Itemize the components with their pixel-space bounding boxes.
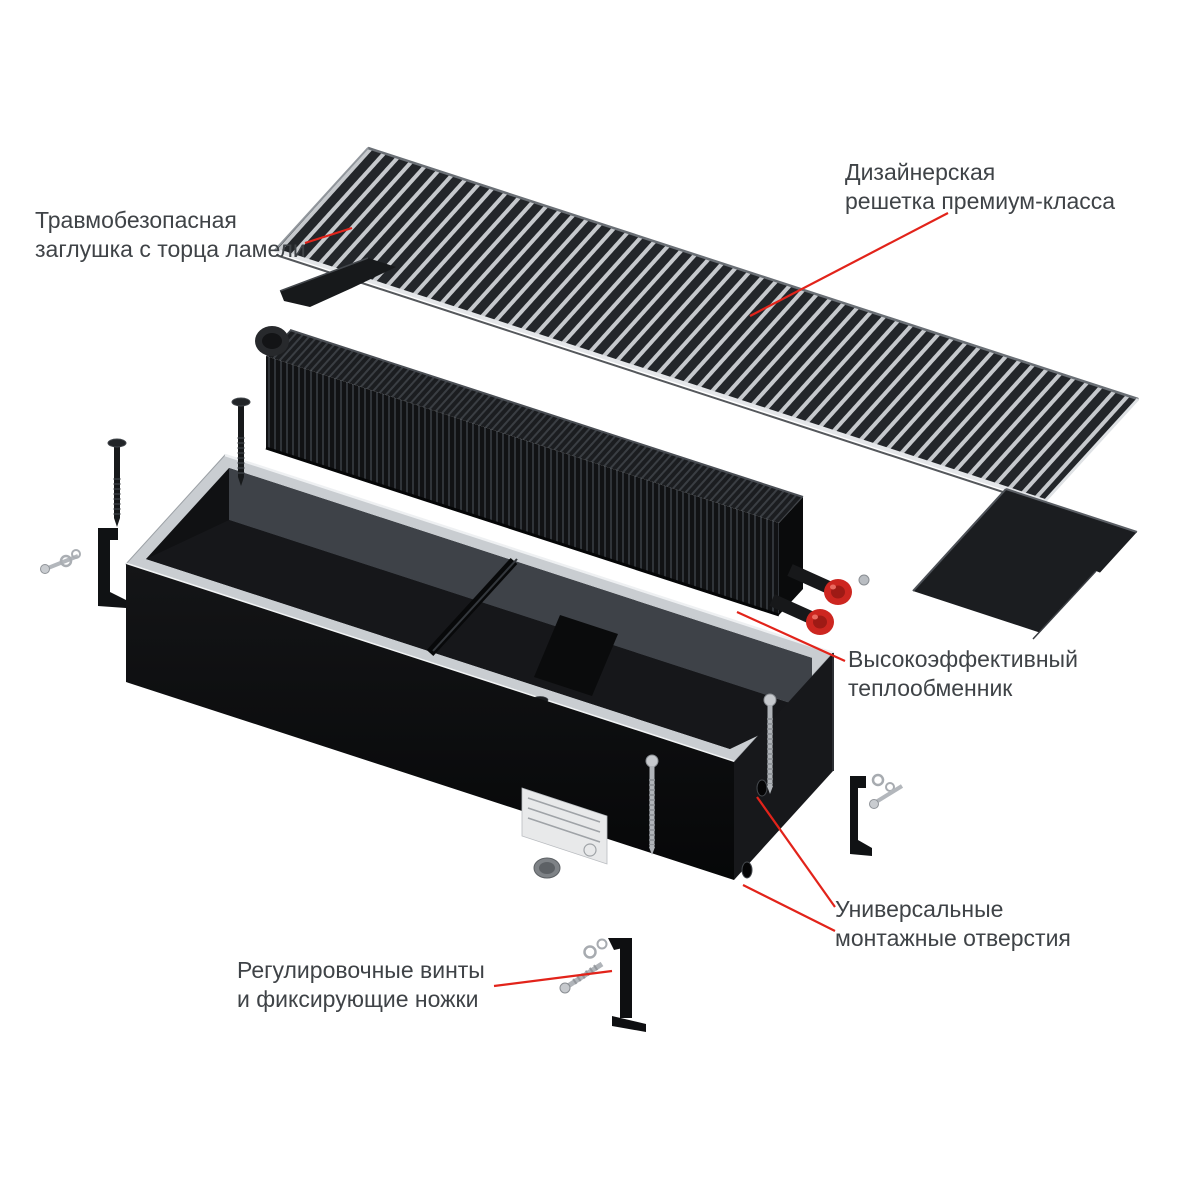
casing-inner-far-wall xyxy=(229,468,812,710)
annotation-mounting-holes-line1: Универсальные xyxy=(835,896,1004,922)
pipe-upper xyxy=(787,564,833,594)
annotation-adjusters: Регулировочные винты и фиксирующие ножки xyxy=(237,956,485,1013)
grille-near-edge-shadow xyxy=(275,254,1047,507)
heat-exchanger xyxy=(255,326,870,635)
grille-left-edge xyxy=(274,147,369,251)
bracket-hardware-left xyxy=(40,549,81,574)
annotation-adjusters-line1: Регулировочные винты xyxy=(237,957,485,983)
annotation-heat-exchanger-line1: Высокоэффективный xyxy=(848,646,1078,672)
adjustment-screw-center xyxy=(645,754,659,855)
product-label-sticker xyxy=(521,787,608,865)
casing-near-wall xyxy=(126,564,734,880)
end-lid xyxy=(912,488,1138,655)
annotation-mounting-holes-line2: монтажные отверстия xyxy=(835,924,1071,951)
lid-top-edge xyxy=(1005,488,1138,533)
annotation-end-cap-line2: заглушка с торца ламели xyxy=(35,235,306,262)
casing-mounting-hole-1 xyxy=(756,779,768,797)
wall-bracket-left xyxy=(98,528,126,608)
annotation-heat-exchanger-line2: теплообменник xyxy=(848,674,1013,701)
internal-bracket xyxy=(534,615,618,696)
casing-floor xyxy=(146,520,812,749)
casing-end-wall xyxy=(734,653,833,880)
lamella-end-cap xyxy=(279,257,396,307)
exchanger-end-face xyxy=(779,497,803,615)
exchanger-top-edge xyxy=(289,329,804,498)
casing-mounting-hole-2 xyxy=(741,861,753,879)
leader-line-heat-exchanger xyxy=(736,610,846,663)
drain-plug xyxy=(533,857,561,879)
lid-notch xyxy=(1033,571,1136,655)
adjustment-screw-right xyxy=(763,693,777,794)
exchanger-front-face xyxy=(266,356,779,615)
leader-line-mounting-2 xyxy=(742,884,836,932)
casing xyxy=(125,453,834,880)
grille-near-edge-highlight xyxy=(274,248,1046,503)
lid-notch-edge xyxy=(1032,570,1097,640)
leader-line-mounting-1 xyxy=(756,796,836,908)
grille-right-edge xyxy=(1043,397,1140,503)
pipe-lower xyxy=(769,594,815,624)
annotation-mounting-holes: Универсальные монтажные отверстия xyxy=(835,895,1071,952)
annotation-grille: Дизайнерская решетка премиум-класса xyxy=(845,158,1115,215)
leader-line-grille xyxy=(749,212,949,317)
fixing-screw-left-2 xyxy=(231,397,251,486)
adjustment-feet xyxy=(559,938,646,1032)
exchanger-bottom-edge xyxy=(265,446,780,617)
grille-far-edge xyxy=(367,146,1139,401)
annotation-grille-line1: Дизайнерская xyxy=(845,159,996,185)
bracket-hardware-right xyxy=(869,773,904,809)
fixing-screw-left-1 xyxy=(107,438,127,527)
end-cap-highlight xyxy=(279,257,369,292)
annotation-heat-exchanger: Высокоэффективный теплообменник xyxy=(848,645,1078,702)
premium-grille xyxy=(274,146,1140,507)
red-cap-upper xyxy=(824,579,852,605)
internal-divider-edge xyxy=(432,558,518,652)
wall-bracket-right xyxy=(850,776,872,856)
annotation-adjusters-line2: и фиксирующие ножки xyxy=(237,985,479,1012)
lid-plate xyxy=(913,489,1137,634)
annotation-end-cap-line1: Травмобезопасная xyxy=(35,207,237,233)
annotation-end-cap: Травмобезопасная заглушка с торца ламели xyxy=(35,206,306,263)
rim-far-highlight xyxy=(224,453,834,655)
end-cap-body xyxy=(280,258,396,307)
exchanger-elbow-core xyxy=(262,333,282,349)
leader-line-end-cap xyxy=(304,226,353,245)
red-cap-lower xyxy=(806,609,834,635)
leader-line-adjusters xyxy=(493,969,613,988)
exchanger-top-face xyxy=(266,330,803,523)
annotation-grille-line2: решетка премиум-класса xyxy=(845,187,1116,214)
lid-left-edge xyxy=(912,488,1007,592)
air-vent-screw xyxy=(858,574,870,586)
